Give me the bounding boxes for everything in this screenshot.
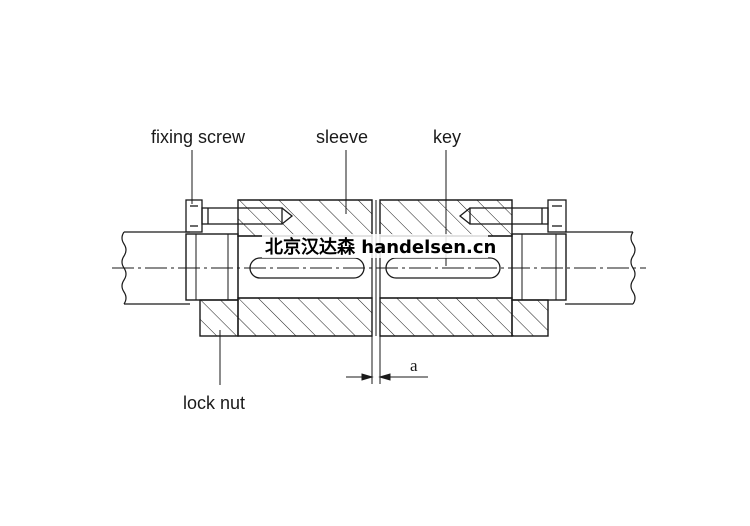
left-shaft	[121, 231, 190, 305]
left-fixing-screw	[185, 199, 294, 233]
label-lock-nut: lock nut	[183, 393, 245, 413]
label-fixing-screw: fixing screw	[151, 127, 246, 147]
watermark-backdrop	[262, 234, 488, 258]
sleeve-body	[237, 199, 513, 337]
dimension-a	[346, 336, 428, 384]
label-key: key	[433, 127, 461, 147]
label-sleeve: sleeve	[316, 127, 368, 147]
right-shaft	[565, 231, 636, 305]
left-lock-nut	[185, 233, 239, 337]
label-dimension-a: a	[410, 356, 418, 375]
right-fixing-screw	[458, 199, 567, 233]
right-lock-nut	[511, 233, 567, 337]
watermark: 北京汉达森 handelsen.cn	[265, 236, 496, 258]
